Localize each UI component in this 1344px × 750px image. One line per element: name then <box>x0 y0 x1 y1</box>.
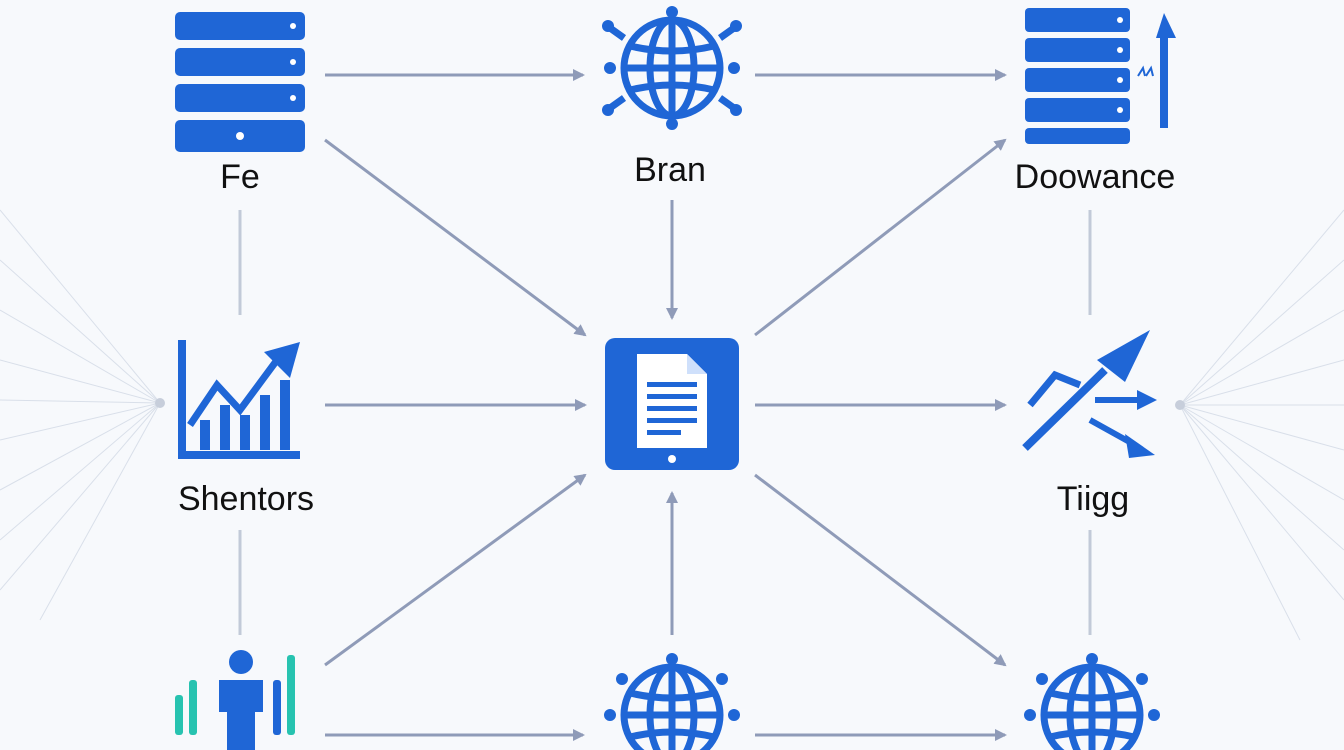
left-network-decoration <box>0 209 165 621</box>
edge-arrows <box>324 69 1007 741</box>
vertical-connectors <box>238 210 1092 635</box>
globe-network-icon <box>604 653 740 750</box>
node-label-tiigg: Tiigg <box>1056 480 1130 518</box>
globe-network-icon <box>602 6 742 130</box>
globe-network-icon <box>1024 653 1160 750</box>
edge-person-to-center <box>324 473 587 667</box>
server-rack-upload-icon <box>1025 8 1176 144</box>
branching-arrows-icon <box>1022 330 1157 458</box>
right-network-decoration <box>1175 209 1344 641</box>
node-label-fe: Fe <box>220 158 260 196</box>
edge-fe-to-center <box>324 138 587 337</box>
document-tablet-icon <box>605 338 739 470</box>
server-rack-icon <box>175 12 305 152</box>
person-bar-chart-icon <box>175 650 295 750</box>
edge-center-to-doowance <box>754 138 1007 337</box>
node-label-shentors: Shentors <box>177 480 315 518</box>
edge-center-to-globe-bottom-right <box>754 473 1007 667</box>
node-label-bran: Bran <box>634 151 706 189</box>
growth-chart-icon <box>178 340 300 459</box>
node-label-doowance: Doowance <box>1014 158 1176 196</box>
